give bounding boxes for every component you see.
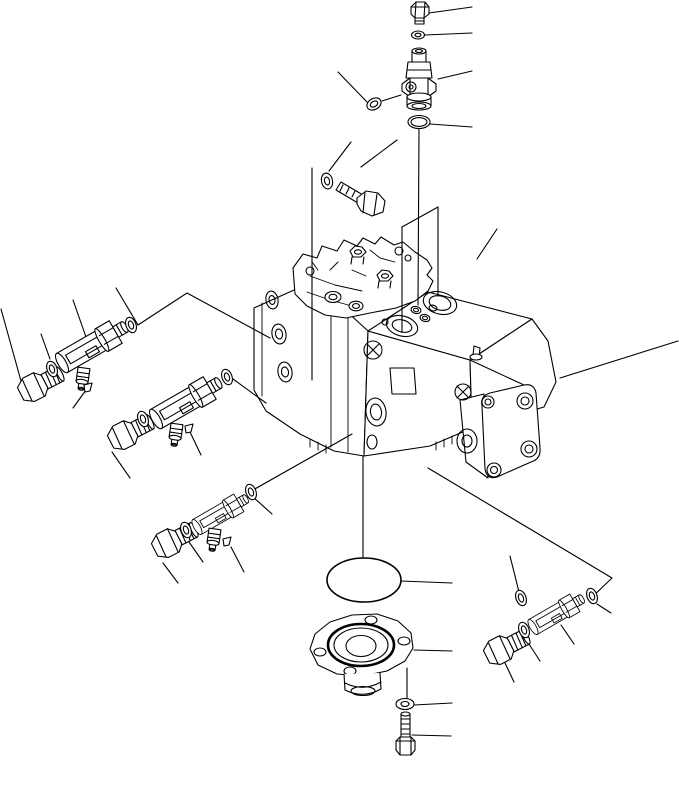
valve-kit-1 [14,313,139,407]
valve-body [524,588,589,638]
leader-line [252,496,273,515]
leader-line [162,562,179,584]
leader-line [72,299,87,338]
plane-bolt [335,181,386,217]
deck-ports [381,290,458,338]
o-ring [513,588,529,608]
pin [83,382,93,393]
leader-lines [0,6,679,737]
mounting-holes [265,290,293,383]
front-ports [363,340,417,450]
leader-line [428,6,473,14]
leader-line [509,555,520,593]
leader-line [328,141,352,172]
leader-line [429,123,473,128]
pump-body [253,236,557,479]
side-o-ring [366,97,382,111]
assembly-leader [252,433,353,491]
casting-plug-icon [376,269,394,289]
leader-line [560,624,575,645]
leader-line [437,70,473,80]
bottom-bolt [395,711,416,756]
leader-line [0,308,22,382]
valve-body [145,369,228,433]
valve-seat [205,527,222,553]
valve-body [51,313,134,377]
gear-pump [454,345,541,479]
leader-line [596,603,612,614]
leader-line [381,94,402,102]
leader-line [411,734,452,737]
pin [222,536,232,547]
leader-line [189,431,202,456]
valve-kit-4 [480,586,600,670]
valve-kit-3 [148,482,259,563]
leader-line [476,228,498,260]
leader-line [232,378,267,404]
leader-line [559,340,679,379]
plane-o-ring [320,172,334,190]
leader-line [413,702,453,706]
leader-line [337,71,368,103]
leader-line [72,389,87,409]
leader-line [400,580,453,584]
valve-kit-2 [104,367,235,455]
breather-o-ring [407,114,431,130]
assembly-leader [427,467,613,601]
bottom-washer [395,697,415,711]
pin [184,423,194,434]
large-o-ring [326,557,402,603]
leader-line [360,139,398,168]
casting-plug-icon [349,245,367,265]
leader-line [40,333,51,360]
leader-line [424,32,473,36]
leader-line [504,662,515,683]
leader-line [188,541,204,563]
leader-line [413,649,453,652]
top-washer [410,30,426,40]
assembly-axis-line [417,127,420,306]
control-housing-casting [292,236,434,319]
leader-line [230,546,245,573]
valve-seat [167,422,184,448]
assembly-leader [115,287,271,339]
cover-plate [309,613,414,697]
o-ring [584,586,600,606]
section-plane-lines [311,127,439,381]
top-bolt [410,1,430,25]
leader-line [111,451,131,479]
breather-valve [401,47,437,111]
